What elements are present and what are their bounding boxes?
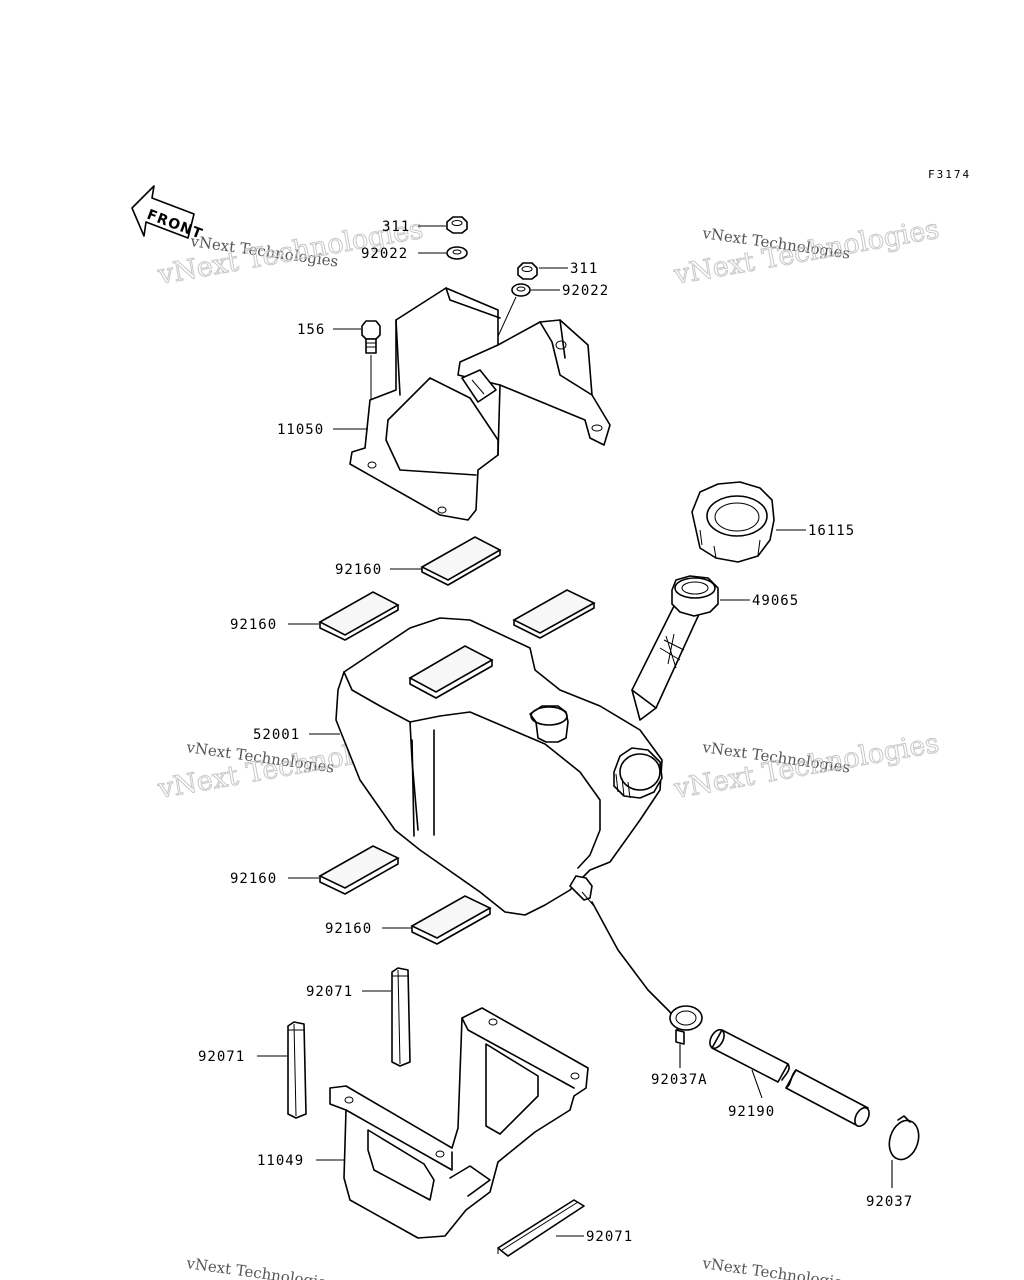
leader-92190 xyxy=(751,1069,763,1099)
label-11050: 11050 xyxy=(277,422,324,438)
watermark-bottom-right: vNext Technologies xyxy=(700,1254,851,1280)
svg-text:vNext Technologies: vNext Technologies xyxy=(184,1254,335,1280)
hose-92190 xyxy=(709,1028,870,1128)
watermark-bottom-left: vNext Technologies xyxy=(184,1254,335,1280)
clamp-92037A xyxy=(669,1005,703,1045)
label-16115: 16115 xyxy=(808,523,855,539)
label-52001: 52001 xyxy=(253,727,300,743)
label-311-a: 311 xyxy=(382,219,410,235)
filler-cap-16115 xyxy=(691,481,775,563)
nut-311-a xyxy=(446,216,468,234)
pad-92160-b xyxy=(318,591,400,641)
label-92022-a: 92022 xyxy=(361,246,408,262)
label-92190: 92190 xyxy=(728,1104,775,1120)
svg-text:vNext Technologies: vNext Technologies xyxy=(700,1254,851,1280)
label-92160-c: 92160 xyxy=(230,871,277,887)
label-92160-b: 92160 xyxy=(230,617,277,633)
pad-92160-e xyxy=(512,589,596,639)
fuel-line xyxy=(591,901,679,1031)
label-92160-d: 92160 xyxy=(325,921,372,937)
upper-bracket-11050 xyxy=(349,287,611,521)
strip-92071-b xyxy=(287,1021,307,1119)
filler-neck-49065 xyxy=(631,575,719,721)
label-92160-a: 92160 xyxy=(335,562,382,578)
pad-92160-a xyxy=(420,536,502,586)
figure-reference: F3174 xyxy=(928,168,971,181)
strip-92071-a xyxy=(391,967,411,1067)
label-92037A: 92037A xyxy=(651,1072,708,1088)
watermark-middle-right: vNext Technologies vNext Technologies xyxy=(670,727,942,805)
nut-311-b xyxy=(517,262,538,280)
washer-92022-a xyxy=(446,246,468,260)
bolt-156 xyxy=(361,320,381,354)
strip-92071-c xyxy=(497,1199,585,1257)
label-92071-c: 92071 xyxy=(586,1229,633,1245)
clip-92037 xyxy=(888,1115,920,1161)
label-92071-a: 92071 xyxy=(306,984,353,1000)
label-92071-b: 92071 xyxy=(198,1049,245,1065)
washer-92022-b xyxy=(511,283,531,297)
watermark-top-right: vNext Technologies vNext Technologies xyxy=(670,213,942,291)
pad-92160-c xyxy=(318,845,400,895)
fuel-tank-52001 xyxy=(335,617,663,916)
label-311-b: 311 xyxy=(570,261,598,277)
label-11049: 11049 xyxy=(257,1153,304,1169)
lower-bracket-11049 xyxy=(329,1007,589,1239)
label-49065: 49065 xyxy=(752,593,799,609)
label-92037: 92037 xyxy=(866,1194,913,1210)
label-156: 156 xyxy=(297,322,325,338)
pad-92160-d xyxy=(410,895,492,945)
label-92022-b: 92022 xyxy=(562,283,609,299)
